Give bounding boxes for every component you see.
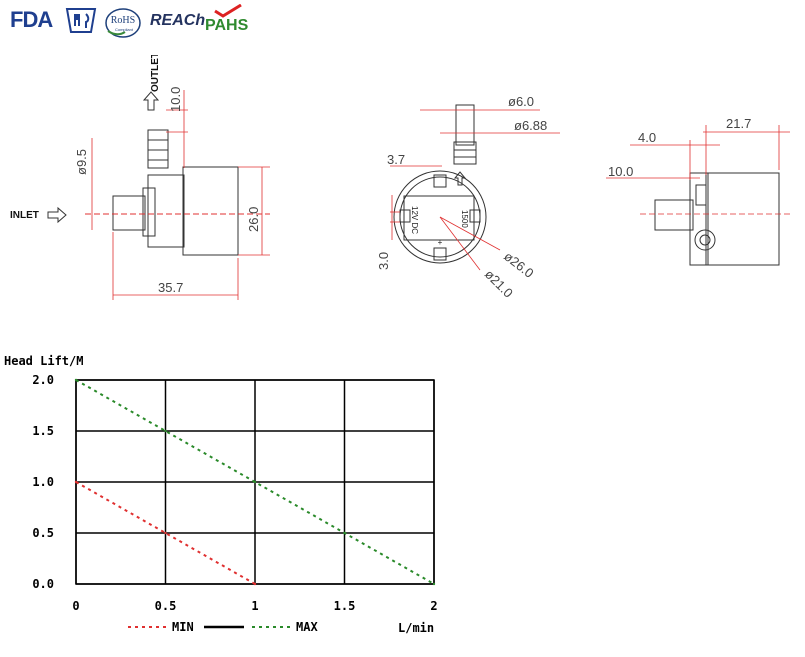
x-tick-label: 1 bbox=[251, 599, 258, 613]
dim-6-label: ø6.0 bbox=[508, 94, 534, 109]
legend-label-max: MAX bbox=[296, 620, 318, 634]
pahs-text: PAHS bbox=[205, 17, 249, 34]
data-point-min bbox=[164, 531, 167, 535]
x-tick-label: 0 bbox=[72, 599, 79, 613]
front-view-dimensions bbox=[390, 109, 560, 271]
data-point-max bbox=[432, 582, 436, 586]
y-tick-label: 1.5 bbox=[32, 424, 54, 438]
front-view bbox=[393, 104, 487, 264]
face-text-plus: + bbox=[438, 238, 443, 247]
y-tick-label: 2.0 bbox=[32, 373, 54, 387]
data-point-max bbox=[253, 480, 257, 484]
chart-y-axis-label: Head Lift/M bbox=[4, 354, 83, 368]
chart-series bbox=[74, 378, 436, 586]
x-tick-label: 0.5 bbox=[155, 599, 177, 613]
dim-3-label: 3.0 bbox=[376, 252, 391, 270]
y-tick-label: 0.0 bbox=[32, 577, 54, 591]
side-view bbox=[47, 91, 270, 256]
top-view bbox=[654, 172, 780, 266]
series-line-max bbox=[75, 379, 435, 585]
outlet-label: OUTLET bbox=[150, 55, 161, 92]
rohs-badge-icon: RoHS Compliant bbox=[105, 8, 141, 38]
data-point-max bbox=[74, 378, 78, 382]
fda-logo: FDA bbox=[10, 6, 58, 34]
top-view-dimensions bbox=[606, 125, 790, 215]
dim-6-88-label: ø6.88 bbox=[514, 118, 547, 133]
face-text-model: 1500 bbox=[460, 210, 469, 228]
head-lift-chart: Head Lift/M L/min 0 0.5 1 1.5 2 0.0 0.5 1.0 1.5 2… bbox=[4, 354, 438, 635]
side-view-dimensions bbox=[91, 90, 270, 300]
chart-x-axis-label: L/min bbox=[398, 621, 434, 635]
inlet-label: INLET bbox=[10, 210, 39, 221]
legend-label-min: MIN bbox=[172, 620, 194, 634]
dim-9-5-label: ø9.5 bbox=[74, 149, 89, 175]
data-point-max bbox=[164, 429, 167, 433]
data-point-max bbox=[343, 531, 346, 535]
food-safe-icon bbox=[65, 8, 97, 33]
dim-4-label: 4.0 bbox=[638, 130, 656, 145]
y-tick-label: 0.5 bbox=[32, 526, 54, 540]
dim-21-label: ø21.0 bbox=[482, 267, 516, 301]
fda-logo-text: FDA bbox=[10, 7, 53, 32]
reach-logo: REACh bbox=[150, 6, 206, 36]
chart-ticks: 0 0.5 1 1.5 2 0.0 0.5 1.0 1.5 2.0 bbox=[32, 373, 437, 613]
pump-technical-drawing: OUTLET INLET 10.0 ø9.5 26.0 35.7 ø6.0 ø6… bbox=[10, 55, 790, 301]
x-tick-label: 1.5 bbox=[334, 599, 356, 613]
data-point-min bbox=[253, 582, 257, 586]
data-point-min bbox=[74, 480, 78, 484]
pahs-logo: PAHS bbox=[205, 4, 255, 36]
pahs-check-icon bbox=[214, 4, 242, 18]
rohs-sub-text: Compliant bbox=[115, 27, 134, 32]
rohs-logo: RoHS Compliant bbox=[103, 6, 143, 40]
dim-35-7-label: 35.7 bbox=[158, 280, 183, 295]
dim-10-right-label: 10.0 bbox=[608, 164, 633, 179]
rohs-text: RoHS bbox=[111, 15, 135, 26]
reach-text: REACh bbox=[150, 12, 206, 29]
chart-legend: MIN MAX bbox=[128, 620, 318, 634]
face-text-voltage: 12V DC bbox=[410, 206, 419, 234]
dim-21-7-label: 21.7 bbox=[726, 116, 751, 131]
y-tick-label: 1.0 bbox=[32, 475, 54, 489]
x-tick-label: 2 bbox=[430, 599, 437, 613]
dim-26-dia-label: ø26.0 bbox=[501, 249, 536, 281]
dim-3-7-label: 3.7 bbox=[387, 152, 405, 167]
dim-26-side-label: 26.0 bbox=[246, 207, 261, 232]
dim-10-label: 10.0 bbox=[168, 87, 183, 112]
